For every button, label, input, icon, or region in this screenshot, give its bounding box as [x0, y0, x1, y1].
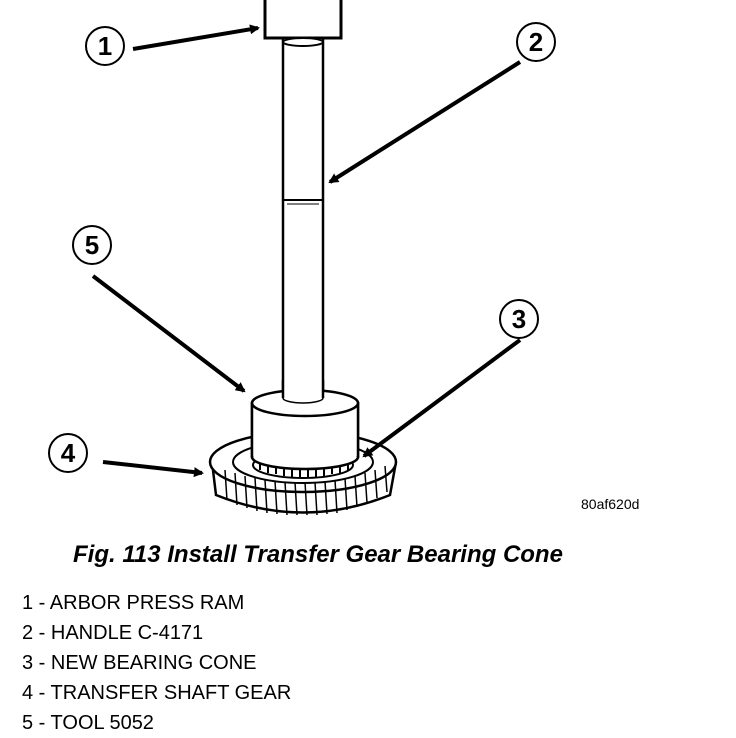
leader-arrow-3 — [362, 338, 522, 458]
svg-text:2: 2 — [529, 27, 543, 57]
leader-arrow-1 — [132, 24, 260, 51]
legend-item-3: 3 - NEW BEARING CONE — [22, 652, 257, 674]
legend-item-5: 5 - TOOL 5052 — [22, 712, 154, 734]
svg-text:5: 5 — [85, 230, 99, 260]
leader-arrow-2 — [328, 60, 522, 184]
figure-caption: Fig. 113 Install Transfer Gear Bearing C… — [73, 541, 563, 568]
handle-c-4171 — [281, 36, 325, 402]
svg-text:1: 1 — [98, 31, 112, 61]
svg-text:3: 3 — [512, 304, 526, 334]
svg-text:4: 4 — [61, 438, 76, 468]
leader-arrow-4 — [102, 460, 204, 478]
arbor-press-ram — [263, 0, 343, 40]
legend-item-2: 2 - HANDLE C-4171 — [22, 622, 204, 644]
legend-item-1: 1 - ARBOR PRESS RAM — [22, 592, 245, 614]
callout-4: 4 — [48, 433, 88, 473]
callout-1: 1 — [85, 26, 125, 66]
image-code: 80af620d — [581, 496, 639, 512]
callout-3: 3 — [499, 299, 539, 339]
legend-item-4: 4 - TRANSFER SHAFT GEAR — [22, 682, 292, 704]
installation-diagram: 1 2 3 4 5 80af620d — [48, 0, 639, 516]
callout-2: 2 — [516, 22, 556, 62]
leader-arrow-5 — [91, 274, 246, 393]
tool-5052 — [250, 380, 360, 471]
callout-5: 5 — [72, 225, 112, 265]
legend-list: 1 - ARBOR PRESS RAM 2 - HANDLE C-4171 3 … — [22, 588, 291, 738]
leader-arrows — [91, 24, 522, 478]
